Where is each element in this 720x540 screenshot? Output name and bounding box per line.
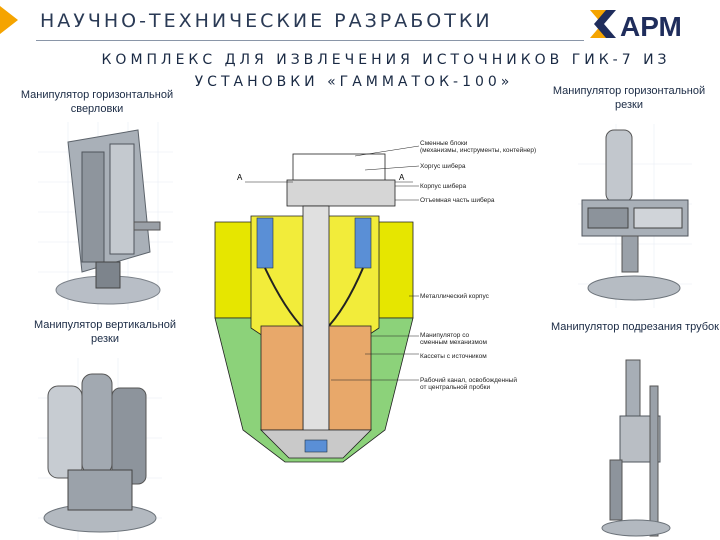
note-3: Хоргус шибера bbox=[420, 163, 466, 170]
replaceable-blocks-shape bbox=[292, 153, 386, 183]
manipulator-horizontal-cutting-image bbox=[578, 124, 692, 308]
note-4: Корпус шибера bbox=[420, 183, 467, 190]
header-bar: НАУЧНО-ТЕХНИЧЕСКИЕ РАЗРАБОТКИ АРМ bbox=[0, 0, 720, 46]
company-logo: АРМ bbox=[590, 10, 682, 42]
gate-body-shape bbox=[286, 179, 396, 207]
caption-top-right: Манипулятор горизонтальной резки bbox=[552, 85, 706, 111]
caption-bottom-left: Манипулятор вертикальной резки bbox=[34, 319, 176, 345]
note-8: сменным механизмом bbox=[420, 339, 487, 346]
section-label-right: A bbox=[399, 173, 405, 182]
page-title: НАУЧНО-ТЕХНИЧЕСКИЕ РАЗРАБОТКИ bbox=[40, 10, 493, 32]
logo-text: АРМ bbox=[620, 11, 682, 42]
caption-bottom-right: Манипулятор подрезания трубок bbox=[551, 321, 719, 333]
note-1: Сменные блоки bbox=[420, 140, 468, 147]
header-arrow-icon bbox=[0, 6, 18, 34]
cassette-left-shape bbox=[260, 325, 304, 431]
manipulator-tube-trimming-image bbox=[596, 356, 676, 540]
note-9: Кассеты с источником bbox=[420, 353, 487, 360]
section-drawing: A A bbox=[214, 145, 420, 463]
note-10: Рабочий канал, освобожденный bbox=[420, 377, 517, 384]
header-divider bbox=[36, 40, 584, 41]
subtitle-line-1: КОМПЛЕКС ДЛЯ ИЗВЛЕЧЕНИЯ ИСТОЧНИКОВ ГИК-7… bbox=[101, 52, 671, 68]
central-channel-shape bbox=[302, 205, 330, 457]
manipulator-vertical-cutting-image bbox=[38, 358, 162, 540]
note-2: (механизмы, инструменты, контейнер) bbox=[420, 147, 537, 154]
note-6: Металлический корпус bbox=[420, 293, 489, 300]
note-7: Манипулятор со bbox=[420, 332, 470, 339]
note-11: от центральной пробки bbox=[420, 384, 491, 391]
manipulator-horizontal-drilling-image bbox=[38, 122, 173, 310]
note-5: Отъемная часть шибера bbox=[420, 197, 495, 204]
section-label-left: A bbox=[237, 173, 243, 182]
cassette-right-shape bbox=[328, 325, 372, 431]
subtitle-line-2: УСТАНОВКИ «ГАММАТОК-100» bbox=[194, 74, 514, 90]
caption-top-left: Манипулятор горизонтальной сверловки bbox=[20, 89, 174, 115]
